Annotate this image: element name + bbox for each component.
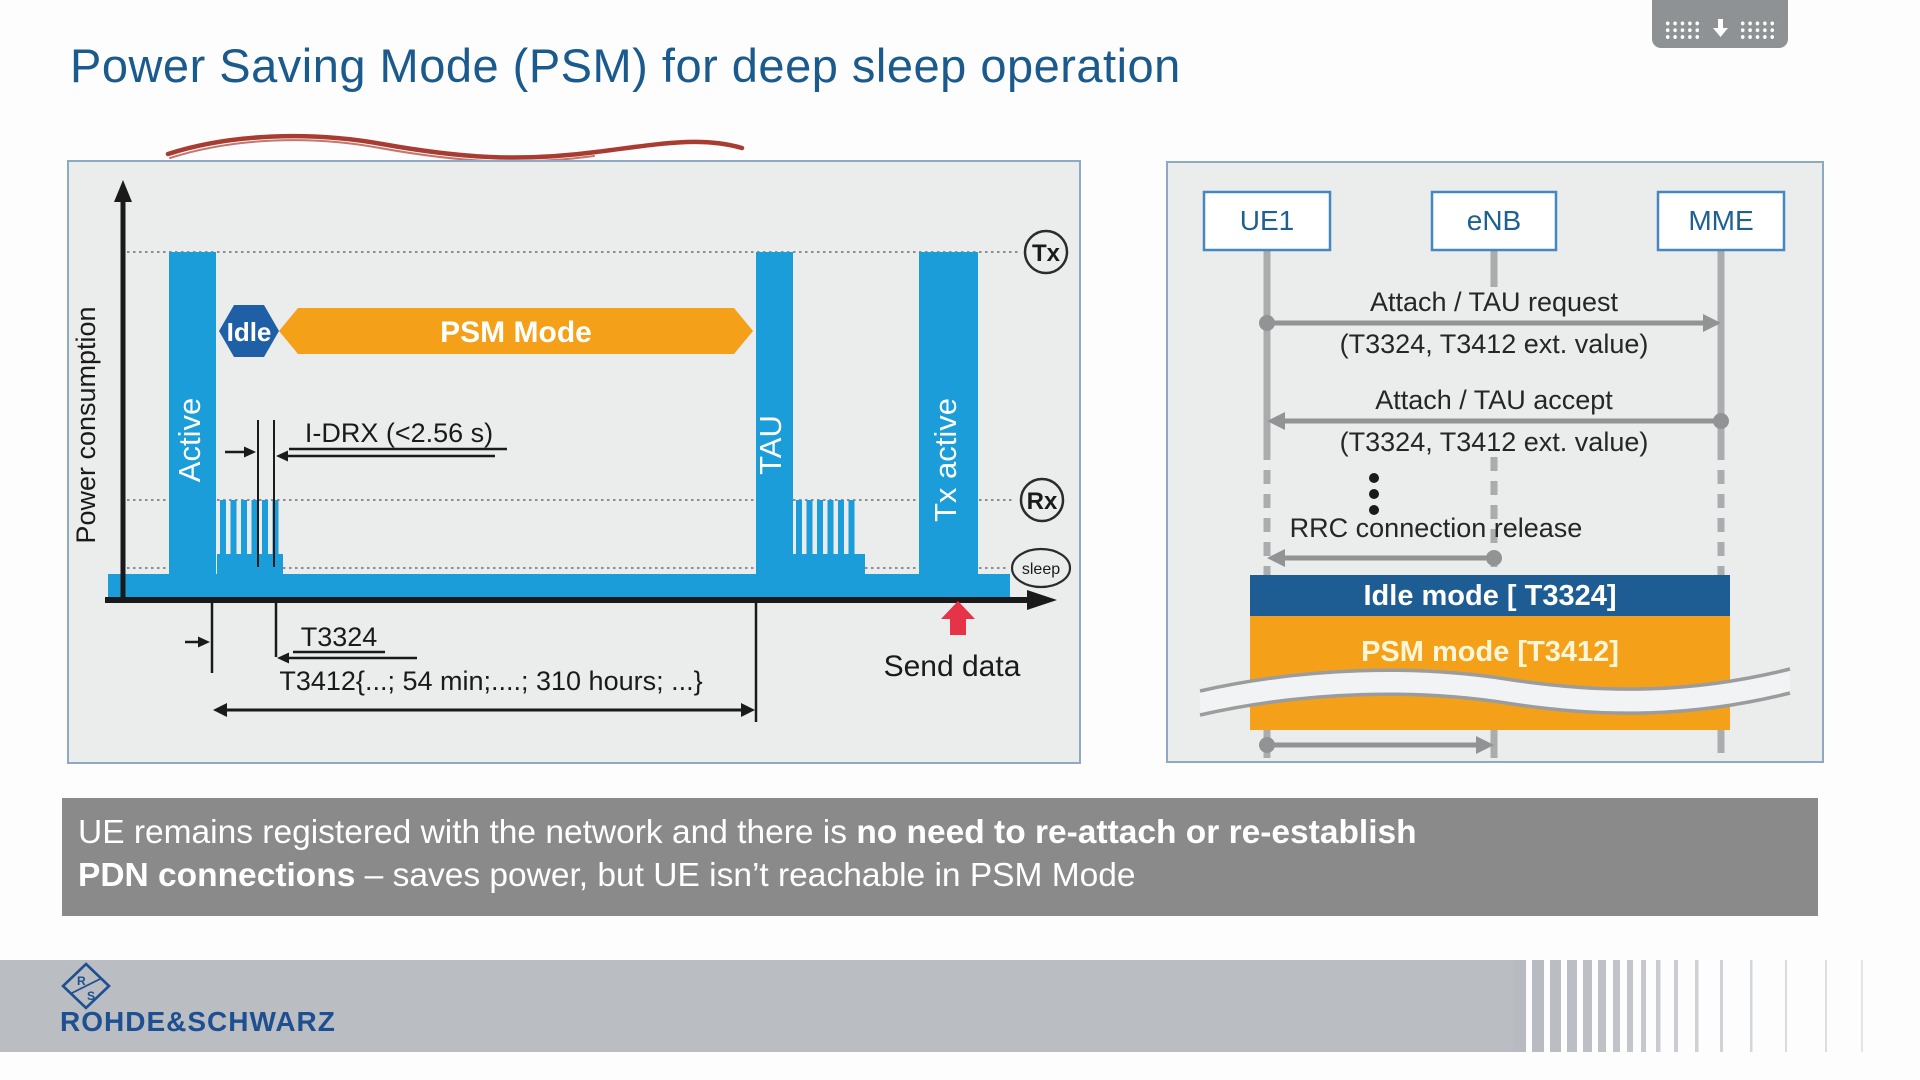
tau-idrx-comb: [793, 500, 865, 597]
y-axis: [114, 180, 132, 603]
msg2-sublabel: (T3324, T3412 ext. value): [1340, 427, 1649, 457]
slide-title: Power Saving Mode (PSM) for deep sleep o…: [70, 39, 1181, 92]
bottom-span-arrow: [1259, 736, 1494, 754]
msg1-label: Attach / TAU request: [1370, 287, 1619, 317]
barcode-fade-decoration: [1513, 960, 1863, 1052]
key-message-banner: UE remains registered with the network a…: [62, 798, 1818, 916]
active-bar: [169, 252, 216, 597]
tx-active-bar-label: Tx active: [928, 398, 963, 522]
tx-active-bar: [919, 252, 978, 597]
actor-box-mme: MME: [1656, 190, 1786, 252]
idrx-arrow-left: [225, 446, 256, 458]
attach-sequence-diagram: UE1 eNB MME Attach / TAU request (T3324,…: [1199, 190, 1791, 758]
tau-bar-label: TAU: [753, 415, 788, 475]
screen-share-dock-button[interactable]: [1652, 0, 1788, 48]
power-consumption-diagram: Active Idle PSM Mode I-DRX (<2.56 s): [71, 180, 1072, 722]
send-data-label: Send data: [884, 650, 1021, 683]
idle-hexagon-badge: [219, 305, 279, 357]
msg3-arrow: [1267, 549, 1502, 567]
svg-text:MME: MME: [1688, 205, 1753, 236]
axis-small-arrow: [185, 636, 210, 648]
idle-mode-banner-label: Idle mode [ T3324]: [1363, 580, 1616, 612]
msg1-arrow: [1259, 314, 1721, 332]
psm-mode-label: PSM Mode: [440, 316, 592, 349]
actor-box-ue1: UE1: [1202, 190, 1332, 252]
psm-mode-arrow: [279, 308, 753, 354]
rohde-schwarz-logo-icon: R S: [61, 962, 111, 1010]
tau-bar: [756, 252, 793, 597]
idle-mode-banner: [1250, 575, 1730, 616]
time-break-wave: [1199, 667, 1791, 717]
send-data-red-arrow: [941, 601, 975, 635]
sleep-level-circle: sleep: [1010, 547, 1072, 589]
key-message-line1: UE remains registered with the network a…: [78, 811, 1818, 854]
active-bar-label: Active: [172, 398, 207, 482]
svg-text:UE1: UE1: [1240, 205, 1294, 236]
msg2-arrow: [1267, 412, 1729, 430]
active-idrx-comb: [217, 500, 283, 597]
svg-text:S: S: [87, 989, 95, 1003]
dot-grid-icon: [1662, 19, 1703, 39]
rohde-schwarz-wordmark: ROHDE&SCHWARZ: [60, 1006, 336, 1037]
svg-text:R: R: [77, 974, 86, 988]
t3324-arrow: [277, 652, 417, 664]
t3412-label: T3412{...; 54 min;....; 310 hours; ...}: [279, 666, 702, 696]
svg-text:sleep: sleep: [1022, 561, 1060, 578]
idle-badge-label: Idle: [227, 317, 272, 347]
svg-text:eNB: eNB: [1467, 205, 1521, 236]
t3324-label: T3324: [301, 622, 378, 652]
ellipsis-dots: [1369, 473, 1379, 515]
idrx-label: I-DRX (<2.56 s): [305, 418, 493, 448]
psm-mode-banner-label: PSM mode [T3412]: [1361, 636, 1619, 668]
tx-level-circle: Tx: [1023, 229, 1069, 275]
dot-grid-icon: [1737, 19, 1778, 39]
t3412-span-arrow: [213, 703, 755, 717]
key-message-text: UE remains registered with the network a…: [78, 814, 857, 851]
rx-level-circle: Rx: [1019, 477, 1065, 523]
key-message-text: – saves power, but UE isn’t reachable in…: [355, 857, 1136, 894]
msg1-sublabel: (T3324, T3412 ext. value): [1340, 329, 1649, 359]
svg-text:Rx: Rx: [1027, 488, 1058, 515]
actor-box-enb: eNB: [1430, 190, 1558, 252]
footer-strip: [0, 960, 1513, 1052]
power-diagram-panel: [67, 160, 1081, 764]
msg3-label: RRC connection release: [1290, 513, 1583, 543]
msg2-label: Attach / TAU accept: [1375, 385, 1613, 415]
key-message-bold: PDN connections: [78, 857, 356, 894]
arrow-down-icon: [1712, 19, 1728, 37]
svg-text:Tx: Tx: [1032, 240, 1061, 267]
x-axis: [105, 590, 1057, 610]
key-message-bold: no need to re-attach or re-establish: [856, 814, 1417, 851]
y-axis-label: Power consumption: [71, 306, 101, 543]
key-message-line2: PDN connections – saves power, but UE is…: [78, 854, 1818, 897]
idrx-arrow-long: [276, 450, 495, 462]
